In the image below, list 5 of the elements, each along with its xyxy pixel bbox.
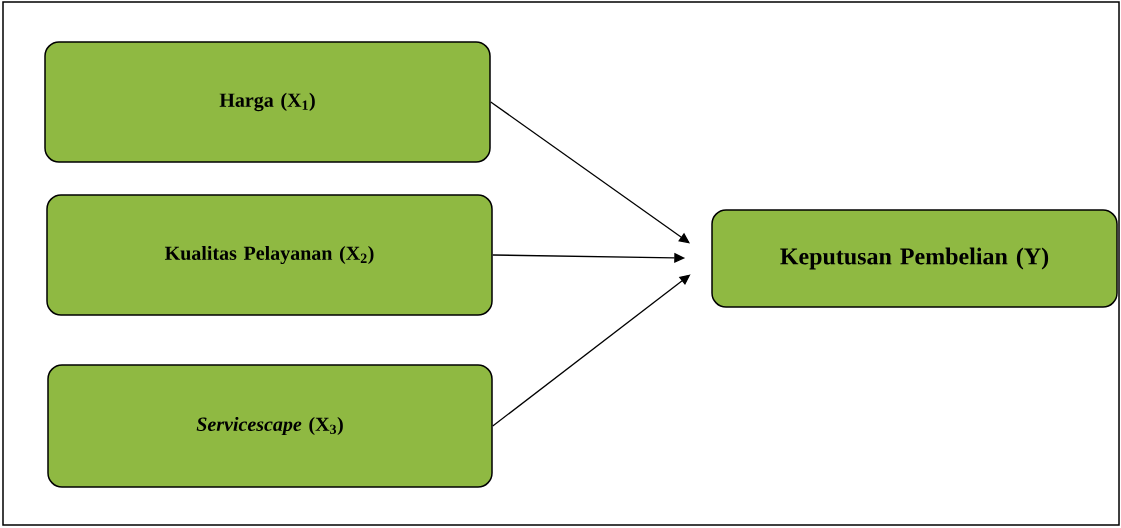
variable-box: Harga (X$_{1}$) [44, 41, 491, 163]
variable-box: Kualitas Pelayanan (X$_{2}$) [46, 194, 493, 316]
variable-box: Servicescape (X$_{3}$) [47, 364, 493, 488]
arrow [492, 274, 691, 427]
variable-box: Keputusan Pembelian (Y) [711, 209, 1118, 308]
